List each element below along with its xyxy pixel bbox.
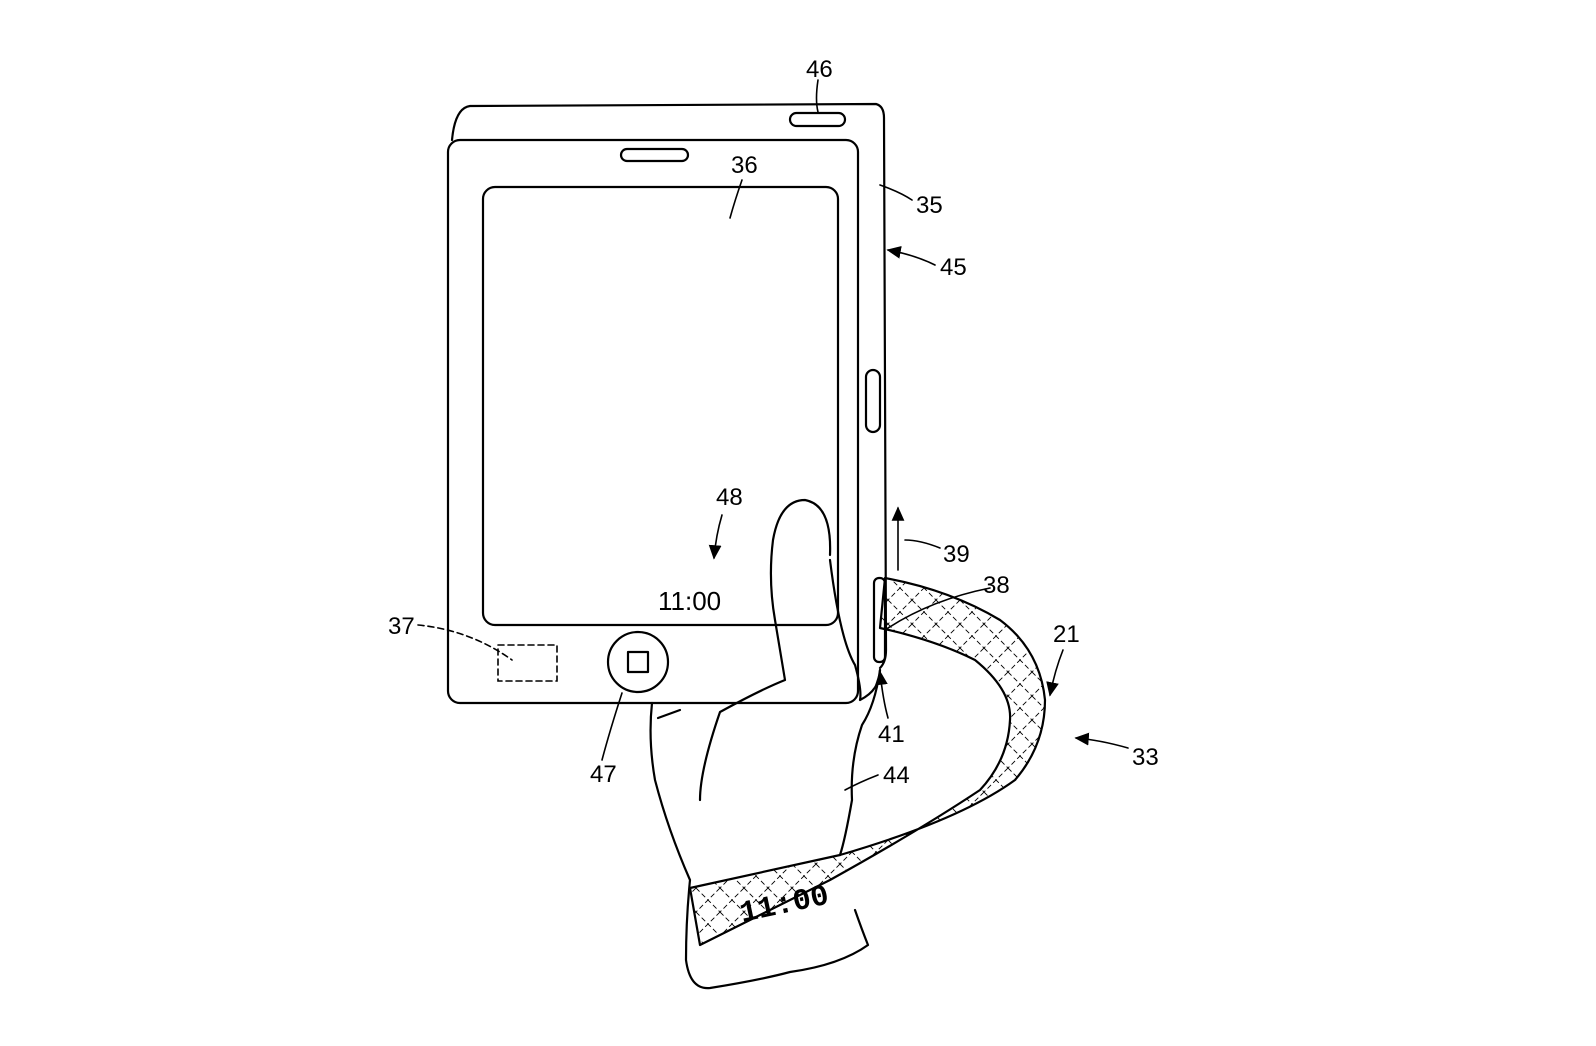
device-back-housing xyxy=(450,102,888,670)
label-47: 47 xyxy=(590,761,617,788)
leader-lines xyxy=(417,79,1129,791)
label-35: 35 xyxy=(916,192,943,219)
label-46: 46 xyxy=(806,56,833,83)
hand xyxy=(649,498,882,990)
wrist-band: 11:00 xyxy=(688,576,1047,947)
home-button xyxy=(606,630,670,694)
device-front-face xyxy=(446,138,860,705)
wrist-band-body xyxy=(688,576,1047,947)
label-39: 39 xyxy=(943,541,970,568)
reference-numerals: 46 36 35 45 48 39 38 21 37 47 41 44 33 xyxy=(388,56,1159,789)
label-48: 48 xyxy=(716,484,743,511)
label-21: 21 xyxy=(1053,621,1080,648)
label-37: 37 xyxy=(388,613,415,640)
tablet-device: 11:00 xyxy=(446,102,888,705)
screen-time-text: 11:00 xyxy=(658,586,721,616)
label-41: 41 xyxy=(878,721,905,748)
sensor-region-dashed xyxy=(497,644,558,682)
label-44: 44 xyxy=(883,762,910,789)
label-45: 45 xyxy=(940,254,967,281)
label-36: 36 xyxy=(731,152,758,179)
display-screen xyxy=(481,185,840,627)
label-38: 38 xyxy=(983,572,1010,599)
label-33: 33 xyxy=(1132,744,1159,771)
side-volume-button xyxy=(864,368,882,434)
top-button xyxy=(788,111,847,128)
home-button-square-icon xyxy=(626,650,650,674)
speaker-slot xyxy=(619,147,690,163)
